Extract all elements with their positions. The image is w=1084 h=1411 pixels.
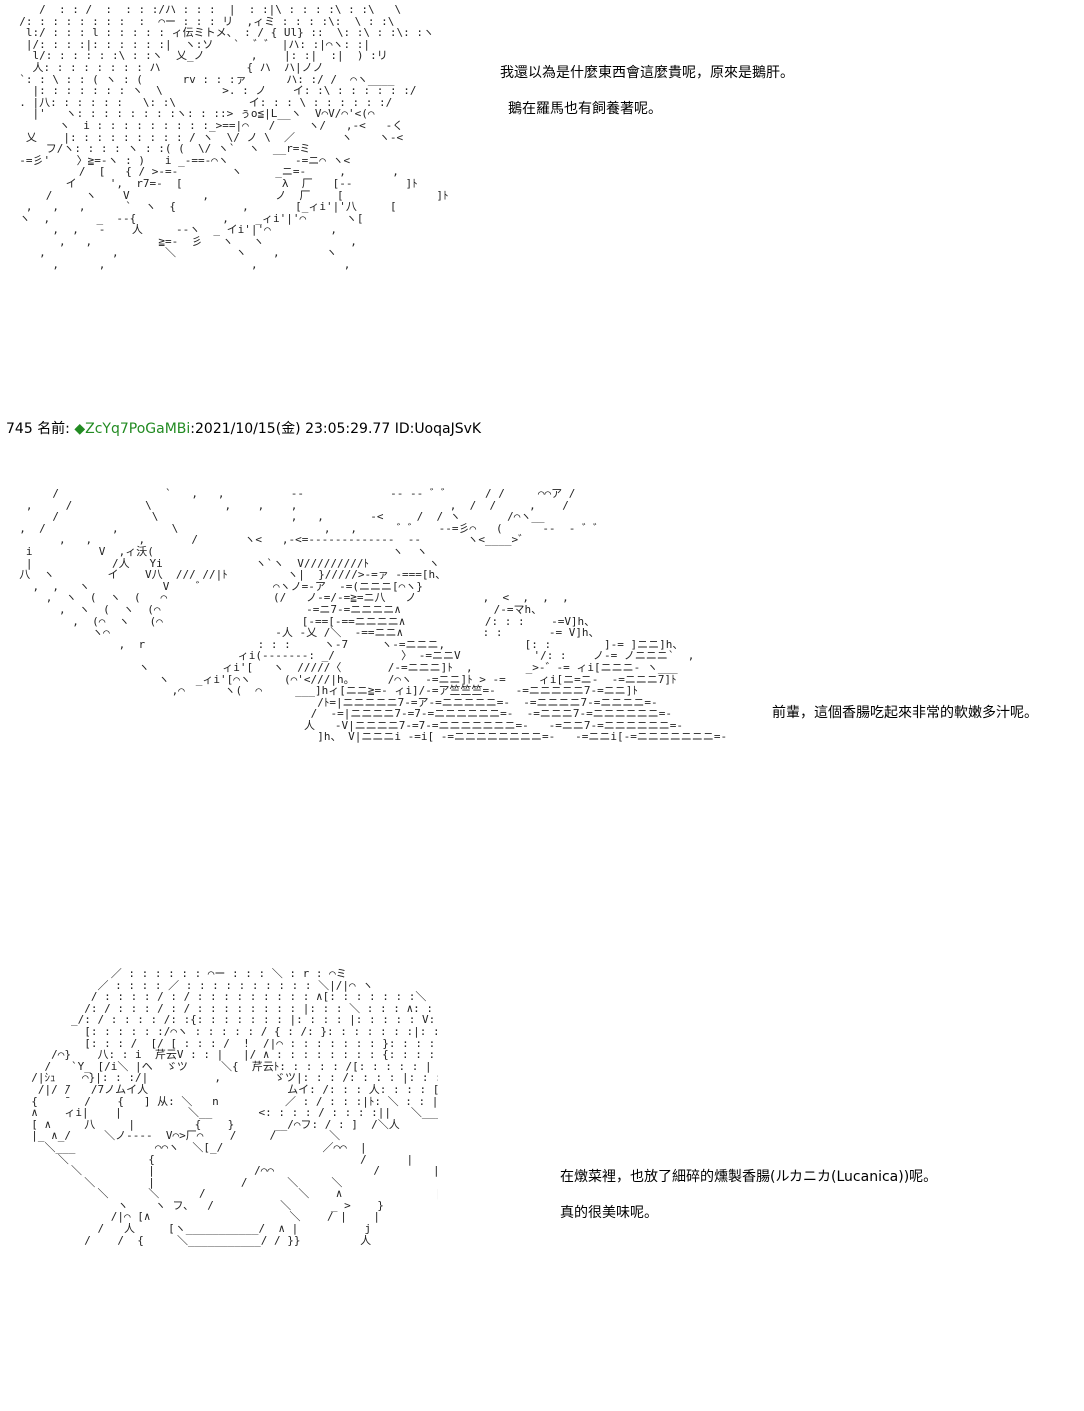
- dialog-line: 我還以為是什麼東西會這麼貴呢，原來是鵝肝。: [500, 65, 794, 81]
- post-name-label: 名前:: [37, 421, 70, 437]
- dialog-line: 鵝在羅馬也有飼養著呢。: [508, 101, 662, 117]
- post-id[interactable]: ID:UoqaJSvK: [394, 421, 482, 437]
- dialog-line: 真的很美味呢。: [560, 1205, 658, 1221]
- post-number[interactable]: 745: [6, 421, 33, 437]
- ascii-art-panel-1: / : : / : : : :/ハ : : : | : :|\ : : : :\…: [19, 4, 449, 272]
- post-date: :2021/10/15(金) 23:05:29.77: [190, 421, 391, 437]
- ascii-art-panel-2: / ` , , ‐‐ ‐‐ ‐‐ ゛゛ / / ⌒⌒ア / , / \ , , …: [19, 488, 728, 744]
- post-header: 745 名前: ◆ZcYq7PoGaMBi:2021/10/15(金) 23:0…: [6, 420, 481, 438]
- trip-diamond-icon: ◆: [74, 421, 86, 437]
- dialog-line: 前輩，這個香腸吃起來非常的軟嫩多汁呢。: [772, 705, 1038, 721]
- post-trip: ZcYq7PoGaMBi: [85, 421, 191, 437]
- dialog-line: 在燉菜裡，也放了細碎的燻製香腸(ルカニカ(Lucanica))呢。: [560, 1169, 938, 1185]
- ascii-art-panel-3: ／ : : : : : : ⌒ー : : : ＼ : r : ⌒ミ ／ : : …: [31, 968, 438, 1247]
